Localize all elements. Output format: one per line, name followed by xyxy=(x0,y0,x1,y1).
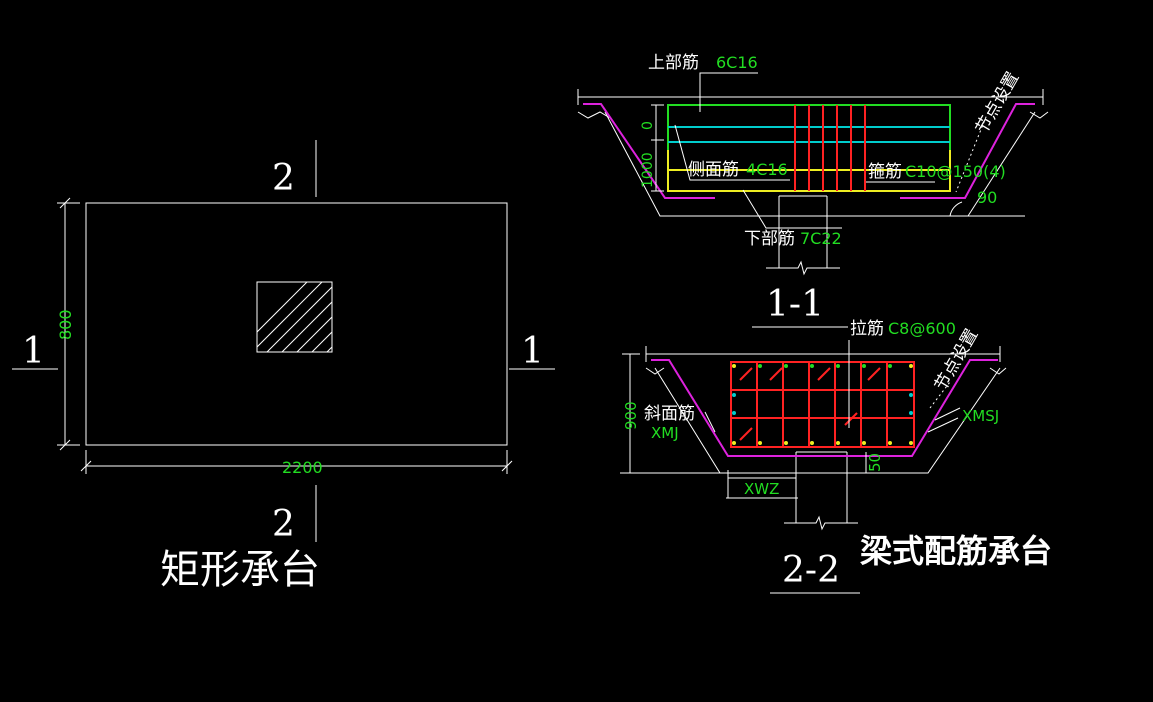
s2-dim-height-text: 900 xyxy=(622,401,640,430)
s2-slant-value: XMJ xyxy=(651,424,679,442)
sec-top-label: 2 xyxy=(272,158,295,199)
dim-height: 800 xyxy=(56,197,80,451)
s2-xmsj-value: XMSJ xyxy=(962,407,999,425)
plan-title: 矩形承台 xyxy=(160,547,320,593)
section-1-1: 0 1000 上部筋 6C16 侧面筋 4C16 箍筋 C10@150(4) 下… xyxy=(577,53,1049,328)
s2-title: 2-2 xyxy=(782,550,840,591)
s1-top-bar-label: 上部筋 xyxy=(648,53,699,73)
s2-leaders xyxy=(704,340,961,433)
s2-dims: 900 50 xyxy=(622,353,884,499)
sec-left-label: 1 xyxy=(22,331,45,372)
section-markers: 1 1 2 2 xyxy=(12,140,555,545)
s1-side-bar-label: 侧面筋 xyxy=(688,160,739,180)
s1-dim-top-text: 0 xyxy=(640,121,656,130)
s2-dim-50-text: 50 xyxy=(866,453,884,472)
s2-tie-value: C8@600 xyxy=(888,319,956,338)
column-hatched xyxy=(256,281,333,353)
s1-angle-value: 90 xyxy=(977,188,997,207)
caption: 梁式配筋承台 xyxy=(860,532,1052,570)
section-2-2: 900 50 拉筋 C8@600 节点设置 斜面筋 XMJ XMSJ XWZ 2… xyxy=(620,319,1052,594)
s1-dim-side-text: 1000 xyxy=(640,152,656,188)
s1-title: 1-1 xyxy=(766,284,824,325)
s1-outline xyxy=(577,89,1049,276)
s1-top-bar-value: 6C16 xyxy=(716,53,758,72)
s1-bottom-bar-label: 下部筋 xyxy=(744,229,795,249)
s2-xwz-value: XWZ xyxy=(744,480,779,498)
s1-side-bar-value: 4C16 xyxy=(746,160,788,179)
s1-magenta-bar xyxy=(583,103,1035,199)
s1-dim-left: 0 1000 xyxy=(640,104,664,192)
s2-bar-dots xyxy=(732,364,913,445)
s1-stirrup-label: 箍筋 xyxy=(868,162,902,182)
s1-stirrups xyxy=(794,105,866,191)
s1-leaders xyxy=(674,72,989,229)
s2-cage xyxy=(730,361,915,448)
sec-bottom-label: 2 xyxy=(272,504,295,545)
plan-view: 2200 800 1 1 2 2 矩形承台 xyxy=(12,140,555,593)
cap-outline xyxy=(85,202,508,446)
s2-slant-label: 斜面筋 xyxy=(644,404,695,424)
dim-height-text: 800 xyxy=(56,309,75,340)
sec-right-label: 1 xyxy=(521,331,544,372)
dim-width-text: 2200 xyxy=(282,458,323,477)
s2-magenta-bar xyxy=(651,359,998,457)
dim-width: 2200 xyxy=(80,450,513,477)
s2-tie-label: 拉筋 xyxy=(850,319,884,339)
s1-bottom-bar-value: 7C22 xyxy=(800,229,842,248)
s1-stirrup-value: C10@150(4) xyxy=(905,162,1006,181)
